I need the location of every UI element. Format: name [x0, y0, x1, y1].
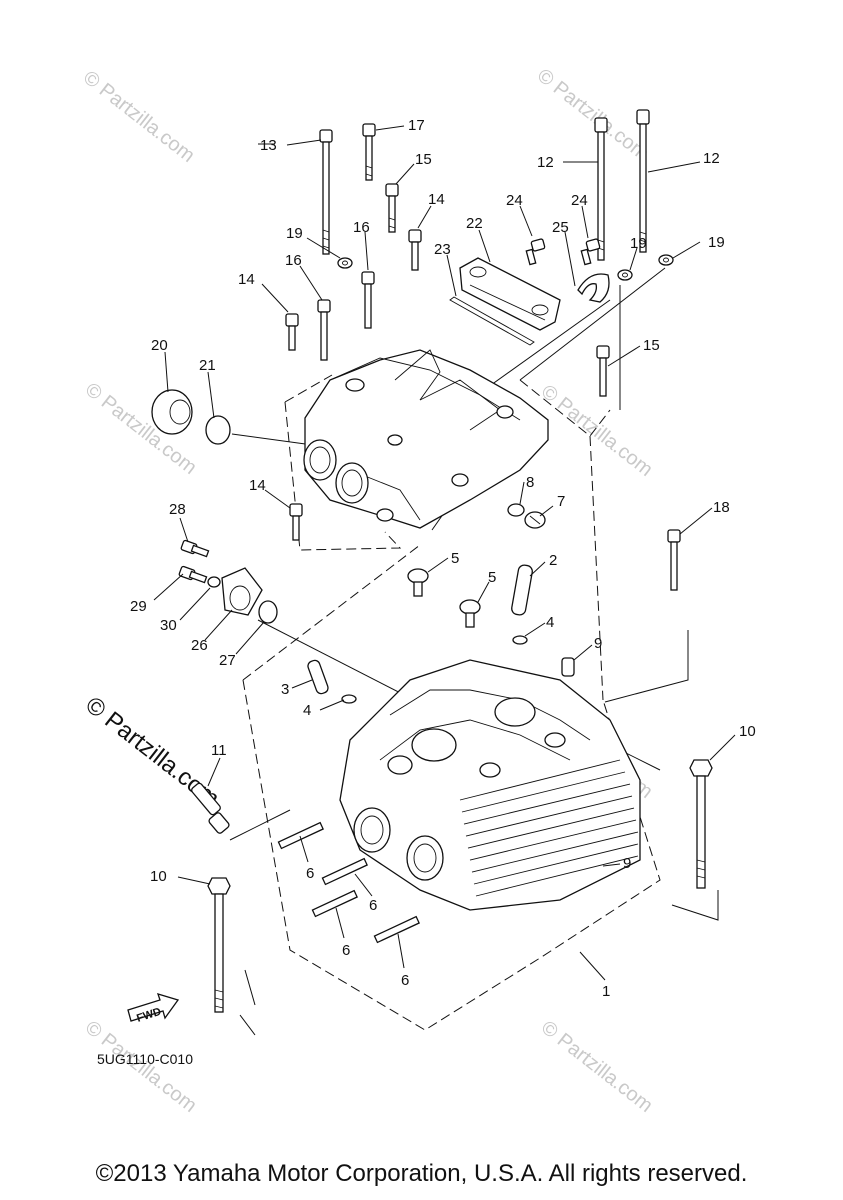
callout-18: 18: [713, 499, 730, 516]
assembly-outlines: [242, 374, 661, 1031]
studs: [277, 821, 420, 944]
callout-24: 24: [506, 192, 523, 209]
washers: [337, 254, 674, 281]
callout-11: 11: [211, 742, 227, 759]
callout-9: 9: [594, 635, 602, 652]
callout-28: 28: [169, 501, 186, 518]
callout-12: 12: [537, 154, 554, 171]
fwd-arrow-icon: FWD: [127, 993, 180, 1025]
callout-25: 25: [552, 219, 569, 236]
callout-10: 10: [150, 868, 167, 885]
callout-8: 8: [526, 474, 534, 491]
callout-6: 6: [369, 897, 377, 914]
callout-3: 3: [281, 681, 289, 698]
callout-19: 19: [630, 235, 647, 252]
callout-20: 20: [151, 337, 168, 354]
watermark: © Partzilla.com: [79, 67, 199, 167]
callout-27: 27: [219, 652, 236, 669]
callout-14: 14: [238, 271, 255, 288]
callout-6: 6: [401, 972, 409, 989]
callout-13: 13: [260, 137, 277, 154]
callout-15: 15: [415, 151, 432, 168]
callout-6: 6: [342, 942, 350, 959]
callout-26: 26: [191, 637, 208, 654]
callout-10: 10: [739, 723, 756, 740]
cylinder-head: [339, 659, 641, 911]
watermark: © Partzilla.com: [537, 1017, 657, 1117]
callout-7: 7: [557, 493, 565, 510]
callout-29: 29: [130, 598, 147, 615]
callout-14: 14: [428, 191, 445, 208]
callout-15: 15: [643, 337, 660, 354]
callout-6: 6: [306, 865, 314, 882]
valve-cover-parts: [449, 238, 610, 346]
callout-4: 4: [546, 614, 554, 631]
callout-1: 1: [602, 983, 610, 1000]
drawing-code: 5UG1110-C010: [97, 1051, 193, 1067]
callout-23: 23: [434, 241, 451, 258]
callout-21: 21: [199, 357, 216, 374]
callout-17: 17: [408, 117, 425, 134]
callout-2: 2: [549, 552, 557, 569]
callout-19: 19: [286, 225, 303, 242]
callout-16: 16: [353, 219, 370, 236]
callout-14: 14: [249, 477, 266, 494]
callout-24: 24: [571, 192, 588, 209]
callout-30: 30: [160, 617, 177, 634]
callout-5: 5: [451, 550, 459, 567]
watermark: © Partzilla.com: [537, 381, 657, 481]
callout-16: 16: [285, 252, 302, 269]
callout-leaders: [153, 125, 736, 981]
cylinder-head-cover: [303, 349, 549, 529]
watermark: © Partzilla.com: [533, 65, 653, 165]
callout-5: 5: [488, 569, 496, 586]
copyright-notice: ©2013 Yamaha Motor Corporation, U.S.A. A…: [95, 1160, 748, 1187]
long-bolts: [207, 109, 713, 1013]
callout-12: 12: [703, 150, 720, 167]
callout-4: 4: [303, 702, 311, 719]
callout-labels: 1 2 3 4 4 5 5 6 6 6 6 7 8 9 9 10 10 11 1…: [130, 117, 756, 1000]
callout-22: 22: [466, 215, 483, 232]
tensioner-group: [178, 539, 278, 624]
valve-parts: [191, 564, 603, 877]
callout-9: 9: [623, 855, 631, 872]
plug-and-oring: [507, 503, 546, 529]
cap-and-oring: [151, 389, 231, 445]
callout-19: 19: [708, 234, 725, 251]
